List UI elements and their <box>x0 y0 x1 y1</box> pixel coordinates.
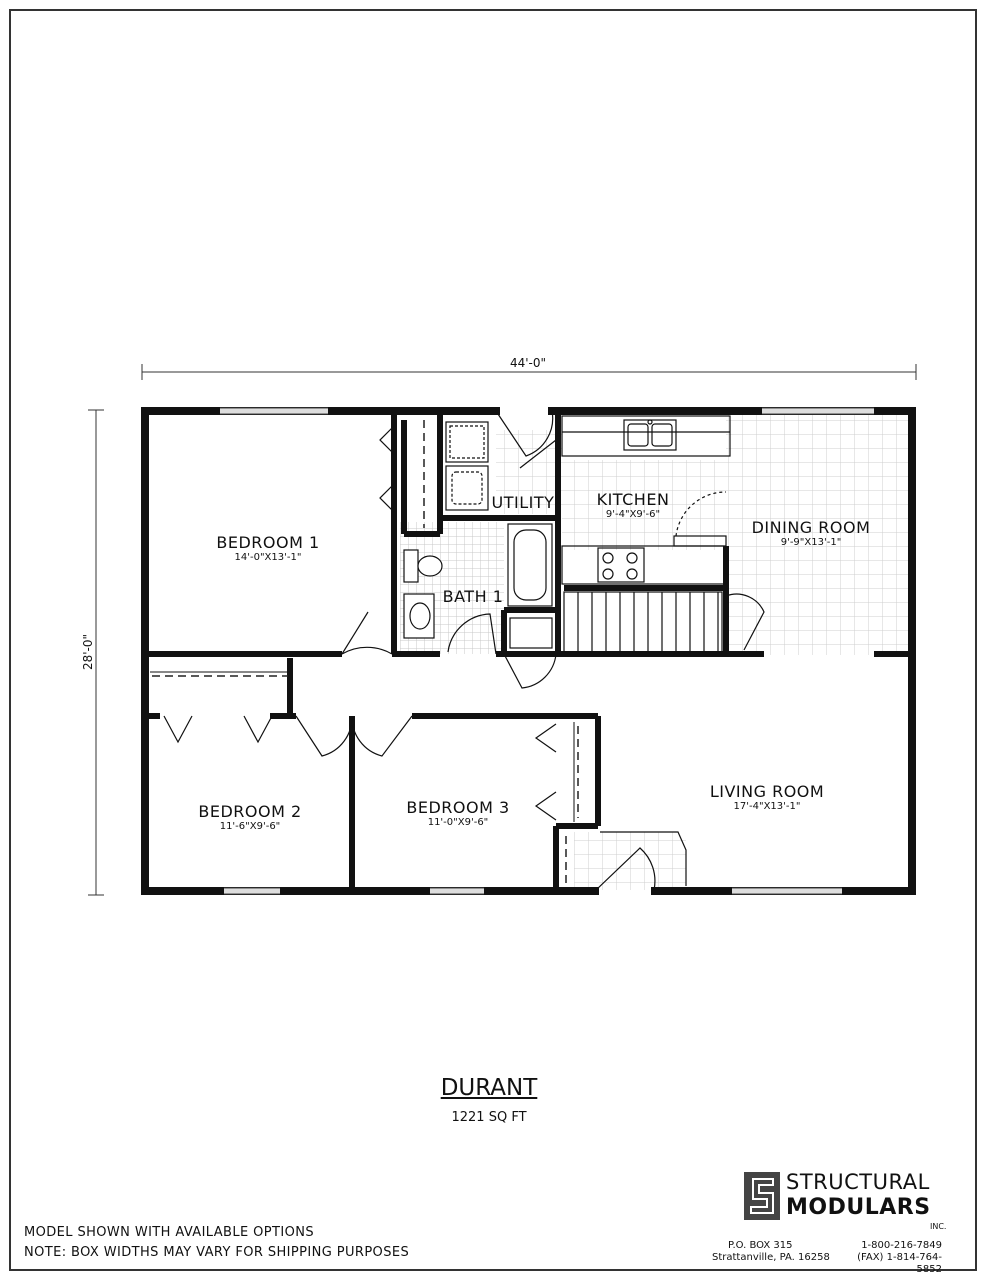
bedroom1-label: BEDROOM 1 14'-0"X13'-1" <box>216 533 319 563</box>
entry-hearth <box>600 831 687 886</box>
swing-doors <box>295 410 765 891</box>
bedroom2-label: BEDROOM 2 11'-6"X9'-6" <box>198 802 301 832</box>
bedroom3-label: BEDROOM 3 11'-0"X9'-6" <box>406 798 509 828</box>
living-label: LIVING ROOM 17'-4"X13'-1" <box>710 782 824 812</box>
bedroom2-dims: 11'-6"X9'-6" <box>219 821 281 832</box>
kitchen-name: KITCHEN <box>596 490 670 509</box>
bedroom1-dims: 14'-0"X13'-1" <box>234 552 302 563</box>
stair-walls <box>564 546 729 654</box>
living-name: LIVING ROOM <box>709 782 825 801</box>
utility-label: UTILITY <box>492 493 555 512</box>
utility-name: UTILITY <box>491 493 555 512</box>
bath1-label: BATH 1 <box>443 587 504 606</box>
closet-doors <box>163 425 557 821</box>
company-po-box: P.O. BOX 315 <box>728 1240 793 1251</box>
company-city: Strattanville, PA. 16258 <box>712 1252 830 1263</box>
bedroom2-name: BEDROOM 2 <box>198 802 302 821</box>
model-name: DURANT <box>440 1075 538 1101</box>
page-frame <box>9 9 977 1271</box>
closet-rods <box>152 420 579 884</box>
washer-dryer <box>445 421 489 511</box>
window-frames <box>220 407 874 895</box>
overall-depth-dimension: 28'-0" <box>81 630 95 674</box>
living-dims: 17'-4"X13'-1" <box>733 801 801 812</box>
model-area: 1221 SQ FT <box>451 1110 527 1125</box>
notes: MODEL SHOWN WITH AVAILABLE OPTIONS NOTE:… <box>24 1223 409 1263</box>
company-name-line1: STRUCTURAL <box>786 1170 930 1194</box>
bedroom3-dims: 11'-0"X9'-6" <box>427 817 489 828</box>
bedroom1-name: BEDROOM 1 <box>216 533 320 552</box>
kitchen-dims: 9'-4"X9'-6" <box>605 509 661 520</box>
company-fax: (FAX) 1-814-764-5852 <box>857 1252 942 1275</box>
bath-fixtures <box>403 523 553 649</box>
dining-dims: 9'-9"X13'-1" <box>780 537 842 548</box>
company-phone: 1-800-216-7849 <box>861 1240 942 1251</box>
closet-lines <box>150 671 575 822</box>
company-inc: INC. <box>930 1222 947 1231</box>
company-address: P.O. BOX 315 Strattanville, PA. 16258 <box>712 1240 830 1264</box>
company-phones: 1-800-216-7849 (FAX) 1-814-764-5852 <box>850 1240 942 1276</box>
bedroom3-name: BEDROOM 3 <box>406 798 510 817</box>
bath1-name: BATH 1 <box>442 587 504 606</box>
overall-width-dimension: 44'-0" <box>506 356 550 370</box>
dining-label: DINING ROOM 9'-9"X13'-1" <box>752 518 871 548</box>
dimension-lines <box>88 364 917 896</box>
company-name-line2: MODULARS <box>786 1195 931 1220</box>
notes-line1: MODEL SHOWN WITH AVAILABLE OPTIONS <box>24 1225 315 1240</box>
company-logo: STRUCTURAL MODULARS INC. <box>744 1170 954 1231</box>
stairs <box>563 591 723 653</box>
notes-line2: NOTE: BOX WIDTHS MAY VARY FOR SHIPPING P… <box>24 1245 410 1260</box>
dining-name: DINING ROOM <box>751 518 871 537</box>
windows <box>220 408 874 894</box>
structural-modulars-logo-icon <box>744 1172 780 1220</box>
kitchen-label: KITCHEN 9'-4"X9'-6" <box>597 490 670 520</box>
interior-walls <box>145 415 912 891</box>
